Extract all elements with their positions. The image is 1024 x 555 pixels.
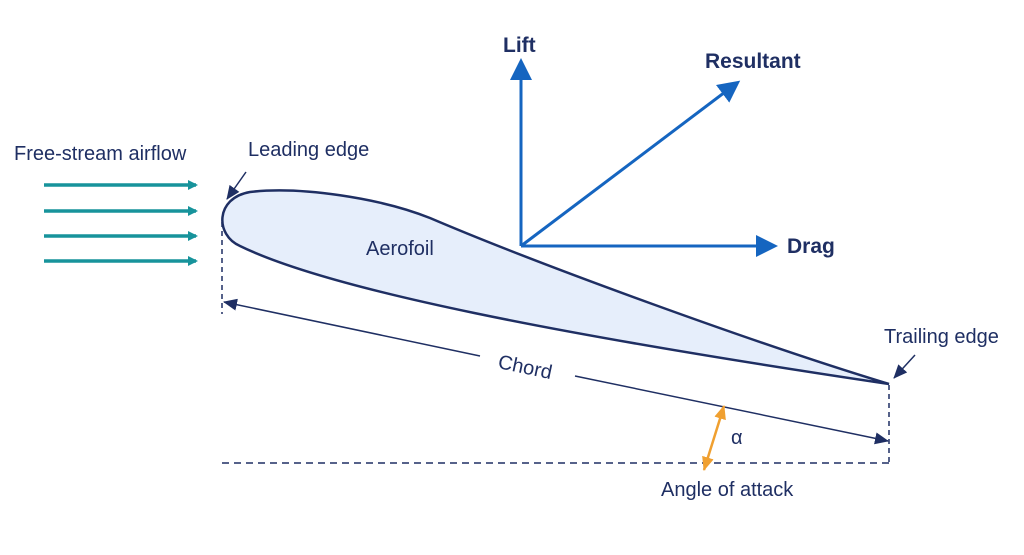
free-stream-label: Free-stream airflow	[14, 143, 187, 165]
leading-edge-label: Leading edge	[248, 139, 369, 161]
chord-label: Chord	[496, 351, 554, 384]
aerofoil-shape	[221, 189, 890, 386]
chord-line	[223, 298, 481, 357]
trailing-edge-pointer	[893, 354, 916, 379]
leading-edge-pointer	[226, 171, 247, 200]
lift-label: Lift	[503, 34, 536, 57]
trailing-edge-label: Trailing edge	[884, 326, 999, 348]
resultant-arrow	[520, 80, 741, 248]
resultant-label: Resultant	[705, 50, 801, 73]
alpha-label: α	[731, 427, 743, 449]
angle-of-attack-label: Angle of attack	[661, 479, 794, 501]
aerofoil-label: Aerofoil	[366, 238, 434, 260]
airflow-arrows	[44, 180, 198, 266]
drag-label: Drag	[787, 235, 835, 258]
angle-of-attack-arrow	[702, 405, 726, 471]
chord-line	[574, 375, 889, 445]
